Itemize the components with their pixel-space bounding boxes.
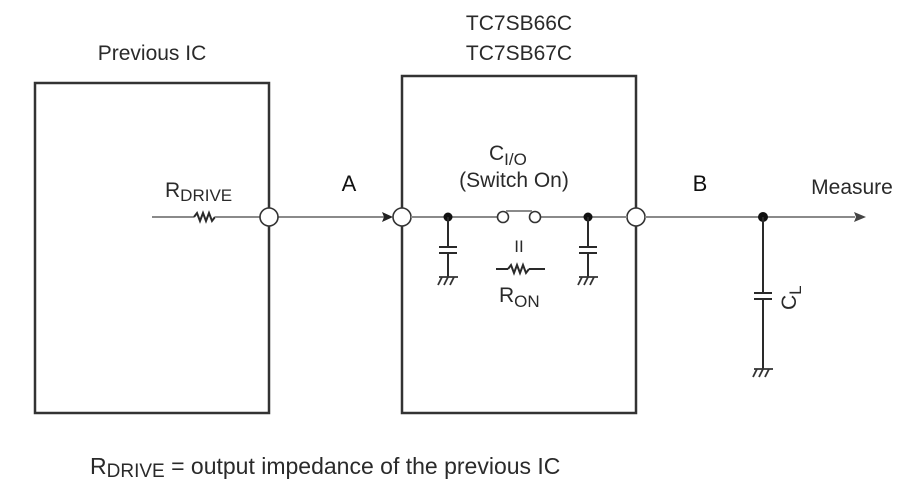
switch-icon bbox=[496, 210, 542, 224]
r-on-resistor-icon bbox=[496, 262, 545, 276]
previous-ic-output-terminal bbox=[259, 207, 279, 227]
switch-ic-title-line-1: TC7SB66C bbox=[466, 12, 572, 35]
equivalence-symbol: II bbox=[514, 237, 523, 256]
arrow-head-icon bbox=[382, 212, 393, 222]
left-ground-icon bbox=[437, 276, 458, 286]
r-drive-label: RDRIVE bbox=[165, 179, 232, 205]
c-l-label: CL bbox=[778, 285, 805, 310]
footnote: RDRIVE = output impedance of the previou… bbox=[90, 453, 560, 482]
right-capacitor-icon bbox=[579, 212, 597, 277]
c-io-label: CI/O bbox=[489, 142, 527, 169]
r-drive-resistor-icon bbox=[152, 210, 261, 224]
node-a-label: A bbox=[342, 171, 357, 196]
switch-ic-title-line-2: TC7SB67C bbox=[466, 42, 572, 65]
left-capacitor-icon bbox=[439, 212, 457, 277]
previous-ic-block bbox=[33, 81, 271, 415]
load-capacitor-icon bbox=[754, 212, 772, 369]
switch-ic-block bbox=[400, 74, 638, 415]
switch-input-terminal bbox=[392, 207, 412, 227]
r-on-label: RON bbox=[499, 284, 540, 311]
switch-state-label: (Switch On) bbox=[459, 169, 569, 192]
previous-ic-title: Previous IC bbox=[98, 42, 207, 65]
right-ground-icon bbox=[577, 276, 598, 286]
load-ground-icon bbox=[752, 368, 773, 378]
measure-arrow-icon bbox=[854, 212, 866, 222]
measure-label: Measure bbox=[811, 176, 893, 199]
node-b-label: B bbox=[693, 171, 708, 196]
switch-output-terminal bbox=[626, 207, 646, 227]
